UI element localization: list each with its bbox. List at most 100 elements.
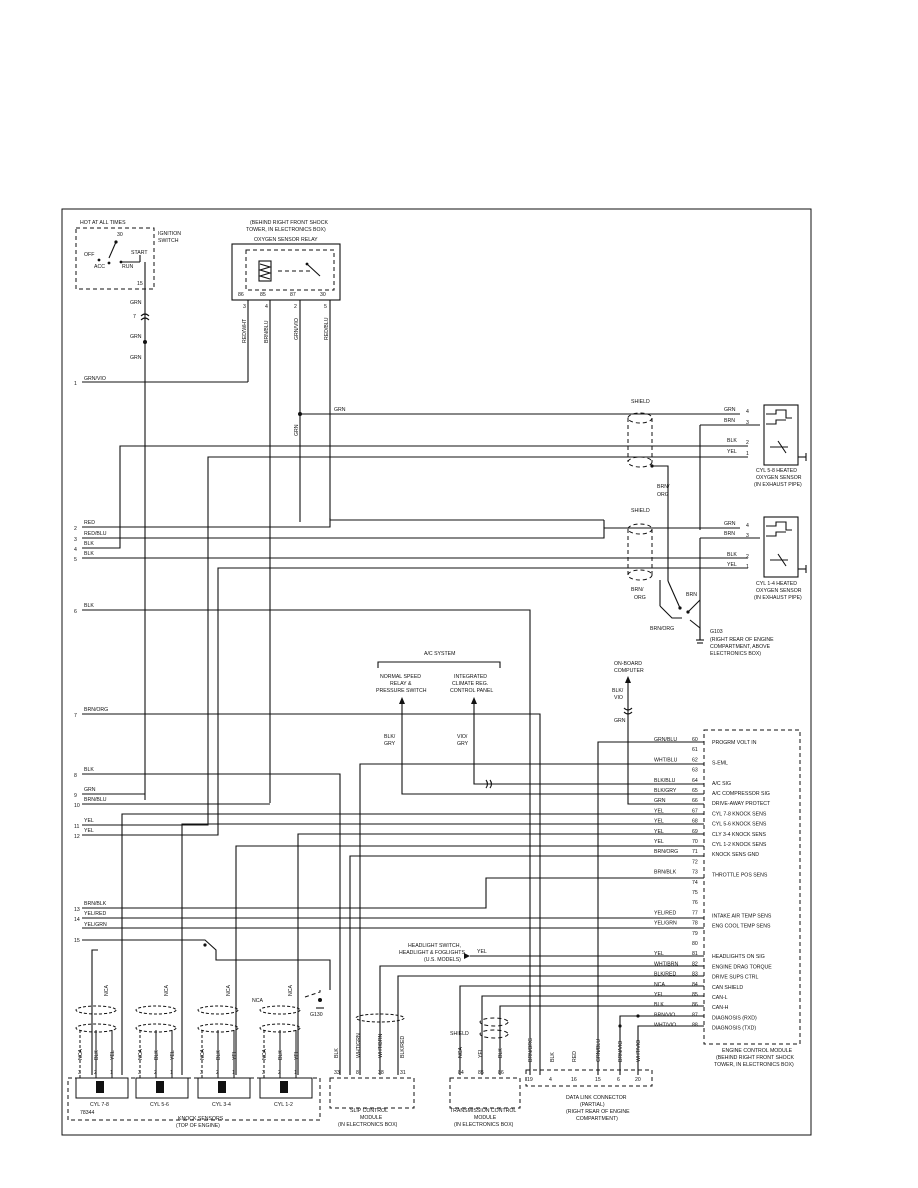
svg-text:BRN/ORG: BRN/ORG	[84, 707, 108, 713]
svg-text:3: 3	[746, 533, 749, 539]
slip-pin-number: 33	[334, 1070, 340, 1076]
knock-sensor-element	[96, 1081, 104, 1093]
knock-sensor-name: CYL 5-6	[150, 1102, 169, 1108]
svg-text:(IN EXHAUST PIPE): (IN EXHAUST PIPE)	[754, 482, 802, 488]
knock-sensor-wire-label: BLK	[94, 1050, 100, 1060]
ecm-wire-label: BRN/BLK	[654, 870, 677, 876]
svg-text:TRANSMISSION CONTROL: TRANSMISSION CONTROL	[450, 1108, 516, 1114]
svg-text:SHIELD: SHIELD	[631, 399, 650, 405]
svg-text:GRN/VIO: GRN/VIO	[294, 318, 300, 340]
tcm-pin-number: 85	[478, 1070, 484, 1076]
svg-text:4: 4	[746, 523, 749, 529]
knock-sensor-shield	[197, 1005, 239, 1015]
ecm-function-label: DRIVE-AWAY PROTECT	[712, 801, 771, 807]
knock-sensor-name: CYL 1-2	[274, 1102, 293, 1108]
svg-text:3: 3	[74, 537, 77, 543]
svg-text:CYL 5-8 HEATED: CYL 5-8 HEATED	[756, 468, 797, 474]
ecm-pin-number: 75	[692, 890, 698, 896]
svg-text:ON-BOARD: ON-BOARD	[614, 661, 642, 667]
ecm-function-label: CAN-L	[712, 995, 728, 1001]
svg-text:7: 7	[133, 314, 136, 320]
ecm-pin-number: 81	[692, 951, 698, 957]
svg-text:MODULE: MODULE	[474, 1115, 497, 1121]
svg-text:GRN/VIO: GRN/VIO	[84, 376, 106, 382]
tcm-pin-number: 84	[458, 1070, 464, 1076]
svg-text:15: 15	[137, 281, 143, 287]
svg-text:(BEHIND RIGHT FRONT SHOCK: (BEHIND RIGHT FRONT SHOCK	[716, 1055, 794, 1061]
headlight-switch: HEADLIGHT SWITCH, HEADLIGHT & FOGLIGHTS …	[399, 943, 704, 963]
svg-text:10: 10	[74, 803, 80, 809]
svg-text:OXYGEN SENSOR RELAY: OXYGEN SENSOR RELAY	[254, 237, 318, 243]
knock-sensor-wire-label: NCA	[200, 1049, 206, 1060]
knock-sensor-body	[75, 1077, 129, 1099]
ecm-pin-number: 70	[692, 839, 698, 845]
ecm-wire-label: YEL/GRN	[654, 921, 677, 927]
svg-text:(IN ELECTRONICS BOX): (IN ELECTRONICS BOX)	[454, 1122, 514, 1128]
engine-control-module: ENGINE CONTROL MODULE (BEHIND RIGHT FRON…	[703, 729, 801, 1068]
ecm-wire-label: WHT/BLU	[654, 757, 678, 763]
ecm-pin-number: 73	[692, 870, 698, 876]
svg-text:GRN: GRN	[724, 407, 736, 413]
ecm-pin-number: 62	[692, 757, 698, 763]
svg-text:VIO/: VIO/	[457, 734, 468, 740]
svg-text:COMPARTMENT, ABOVE: COMPARTMENT, ABOVE	[710, 644, 771, 650]
svg-text:G130: G130	[310, 1012, 323, 1018]
svg-text:RED/WHT: RED/WHT	[242, 318, 248, 343]
svg-text:OXYGEN SENSOR: OXYGEN SENSOR	[756, 475, 802, 481]
ecm-pin-number: 66	[692, 798, 698, 804]
knock-sensors: KNOCK SENSORS (TOP OF ENGINE) G130 NCA 7…	[67, 990, 324, 1129]
svg-text:GRN: GRN	[130, 334, 142, 340]
knock-sensor-shield	[259, 1005, 301, 1015]
svg-text:ORG: ORG	[657, 492, 669, 498]
svg-text:BLK/: BLK/	[384, 734, 396, 740]
ecm-function-label: ENG COOL TEMP SENS	[712, 924, 771, 930]
ecm-pin-number: 88	[692, 1023, 698, 1029]
svg-text:YEL: YEL	[727, 562, 737, 568]
knock-sensor-shield	[135, 1023, 177, 1033]
dlc-pin-number: 4	[549, 1077, 552, 1083]
ecm-lower-wiring	[91, 741, 704, 1075]
ecm-function-label: CAN SHIELD	[712, 985, 743, 991]
ecm-function-label: CYL 5-6 KNOCK SENS	[712, 822, 767, 828]
svg-text:14: 14	[74, 917, 80, 923]
ecm-function-label: DIAGNOSIS (TXD)	[712, 1026, 756, 1032]
ecm-pin-number: 76	[692, 900, 698, 906]
dlc-pin-number: 15	[595, 1077, 601, 1083]
svg-text:9: 9	[74, 793, 77, 799]
svg-text:OXYGEN SENSOR: OXYGEN SENSOR	[756, 588, 802, 594]
slip-wire-label: WHT/BRN	[378, 1034, 384, 1058]
ecm-function-label: DRIVE SUPS CTRL	[712, 975, 759, 981]
slip-wire-label: WHT/GRN	[356, 1033, 362, 1058]
ecm-wire-label: YEL	[654, 819, 664, 825]
svg-text:3: 3	[746, 420, 749, 426]
svg-text:HEADLIGHT & FOGLIGHTS: HEADLIGHT & FOGLIGHTS	[399, 950, 465, 956]
svg-text:CLIMATE REG.: CLIMATE REG.	[452, 681, 488, 687]
knock-sensor-shield	[135, 1005, 177, 1015]
dlc-pin-number: 6	[617, 1077, 620, 1083]
svg-text:1: 1	[74, 381, 77, 387]
svg-text:COMPARTMENT): COMPARTMENT)	[576, 1116, 618, 1122]
svg-text:(RIGHT REAR OF ENGINE: (RIGHT REAR OF ENGINE	[710, 637, 774, 643]
svg-text:2: 2	[746, 440, 749, 446]
svg-text:A/C SYSTEM: A/C SYSTEM	[424, 651, 455, 657]
svg-text:(U.S. MODELS): (U.S. MODELS)	[424, 957, 461, 963]
svg-text:GRY: GRY	[384, 741, 396, 747]
svg-text:OFF: OFF	[84, 252, 94, 258]
svg-text:11: 11	[74, 824, 79, 830]
svg-text:YEL: YEL	[727, 449, 737, 455]
svg-text:4: 4	[74, 547, 77, 553]
svg-text:(BEHIND RIGHT FRONT SHOCK: (BEHIND RIGHT FRONT SHOCK	[250, 220, 328, 226]
ecm-wire-label: BLK	[654, 1002, 664, 1008]
svg-text:CYL 1-4 HEATED: CYL 1-4 HEATED	[756, 581, 797, 587]
ecm-pin-number: 61	[692, 747, 698, 753]
svg-text:5: 5	[324, 304, 327, 310]
svg-text:2: 2	[294, 304, 297, 310]
ac-system: A/C SYSTEM NORMAL SPEED RELAY & PRESSURE…	[376, 651, 704, 795]
svg-text:MODULE: MODULE	[360, 1115, 383, 1121]
svg-text:GRN: GRN	[294, 424, 300, 436]
knock-sensor-wire-label: YEL	[294, 1050, 300, 1060]
shield-56: SHIELD BRN/ ORG	[627, 399, 670, 581]
tcm-pin-number: 86	[498, 1070, 504, 1076]
knock-sensor-wire-label: NCA	[262, 1049, 268, 1060]
svg-text:YEL: YEL	[84, 818, 94, 824]
